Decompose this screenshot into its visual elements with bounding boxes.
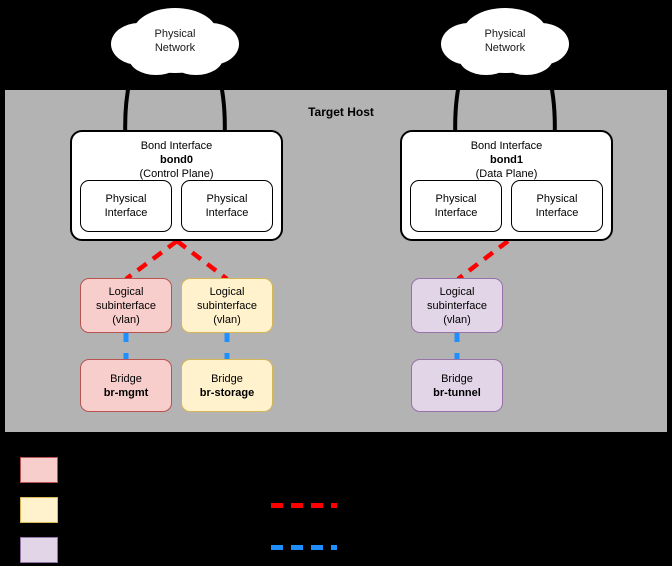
vlan-mgmt-line2: subinterface	[96, 299, 156, 312]
bond0-physical-interface-2[interactable]: Physical Interface	[181, 180, 273, 232]
bond1-physical-interface-1[interactable]: Physical Interface	[410, 180, 502, 232]
target-host-title: Target Host	[308, 105, 374, 119]
cloud-left-line2: Network	[154, 42, 196, 54]
bond0-phys1-line1: Physical	[105, 193, 147, 205]
br-mgmt-label: Bridge	[110, 372, 142, 385]
bridge-br-tunnel[interactable]: Bridge br-tunnel	[411, 359, 503, 412]
cloud-right-line1: Physical	[484, 28, 526, 40]
bond1-physical-interface-2[interactable]: Physical Interface	[511, 180, 603, 232]
bond0-name: bond0	[160, 154, 193, 166]
bridge-br-storage[interactable]: Bridge br-storage	[181, 359, 273, 412]
logical-subinterface-vlan-storage[interactable]: Logical subinterface (vlan)	[181, 278, 273, 333]
vlan-tunnel-line2: subinterface	[427, 299, 487, 312]
cloud-left-line1: Physical	[154, 28, 196, 40]
logical-subinterface-vlan-tunnel[interactable]: Logical subinterface (vlan)	[411, 278, 503, 333]
vlan-mgmt-line1: Logical	[108, 285, 144, 298]
bond1-phys2-line2: Interface	[535, 207, 579, 219]
vlan-storage-line1: Logical	[209, 285, 245, 298]
br-tunnel-label: Bridge	[441, 372, 473, 385]
vlan-mgmt-line3: (vlan)	[112, 313, 140, 326]
br-storage-name: br-storage	[199, 386, 255, 399]
bond1-to-vlan-tunnel	[456, 239, 510, 281]
cloud-label-left: Physical Network	[115, 27, 235, 55]
bond1-phys1-line2: Interface	[434, 207, 478, 219]
legend-swatch-tunnel	[20, 537, 58, 563]
bond0-to-vlan-mgmt	[124, 239, 179, 281]
physical-network-cloud-left	[111, 8, 239, 75]
cloud-right-line2: Network	[484, 42, 526, 54]
legend-line-red-dashed	[271, 503, 337, 508]
blue-dashed-connectors	[123, 333, 460, 359]
cloud-shapes	[111, 8, 569, 75]
bond1-name: bond1	[490, 154, 523, 166]
bond0-phys1-line2: Interface	[104, 207, 148, 219]
vlan-tunnel-line3: (vlan)	[443, 313, 471, 326]
legend-swatch-storage	[20, 497, 58, 523]
bond1-phys2-line1: Physical	[536, 193, 578, 205]
br-tunnel-name: br-tunnel	[433, 386, 481, 399]
logical-subinterface-vlan-mgmt[interactable]: Logical subinterface (vlan)	[80, 278, 172, 333]
bond0-physical-interface-1[interactable]: Physical Interface	[80, 180, 172, 232]
legend-swatch-mgmt	[20, 457, 58, 483]
bond1-role: (Data Plane)	[475, 168, 538, 180]
bond1-phys1-line1: Physical	[435, 193, 477, 205]
physical-network-cloud-right	[441, 8, 569, 75]
bond0-to-vlan-storage	[175, 239, 229, 281]
vlan-tunnel-line1: Logical	[439, 285, 475, 298]
bond0-phys2-line1: Physical	[206, 193, 248, 205]
red-dashed-connectors	[124, 239, 510, 281]
bond1-title: Bond Interface	[470, 140, 543, 152]
bridge-br-mgmt[interactable]: Bridge br-mgmt	[80, 359, 172, 412]
br-mgmt-name: br-mgmt	[103, 386, 149, 399]
legend-line-blue-dashed	[271, 545, 337, 550]
vlan-storage-line3: (vlan)	[213, 313, 241, 326]
vlan-storage-line2: subinterface	[197, 299, 257, 312]
br-storage-label: Bridge	[211, 372, 243, 385]
bond0-title: Bond Interface	[140, 140, 213, 152]
bond0-phys2-line2: Interface	[205, 207, 249, 219]
cloud-label-right: Physical Network	[445, 27, 565, 55]
bond0-role: (Control Plane)	[139, 168, 214, 180]
